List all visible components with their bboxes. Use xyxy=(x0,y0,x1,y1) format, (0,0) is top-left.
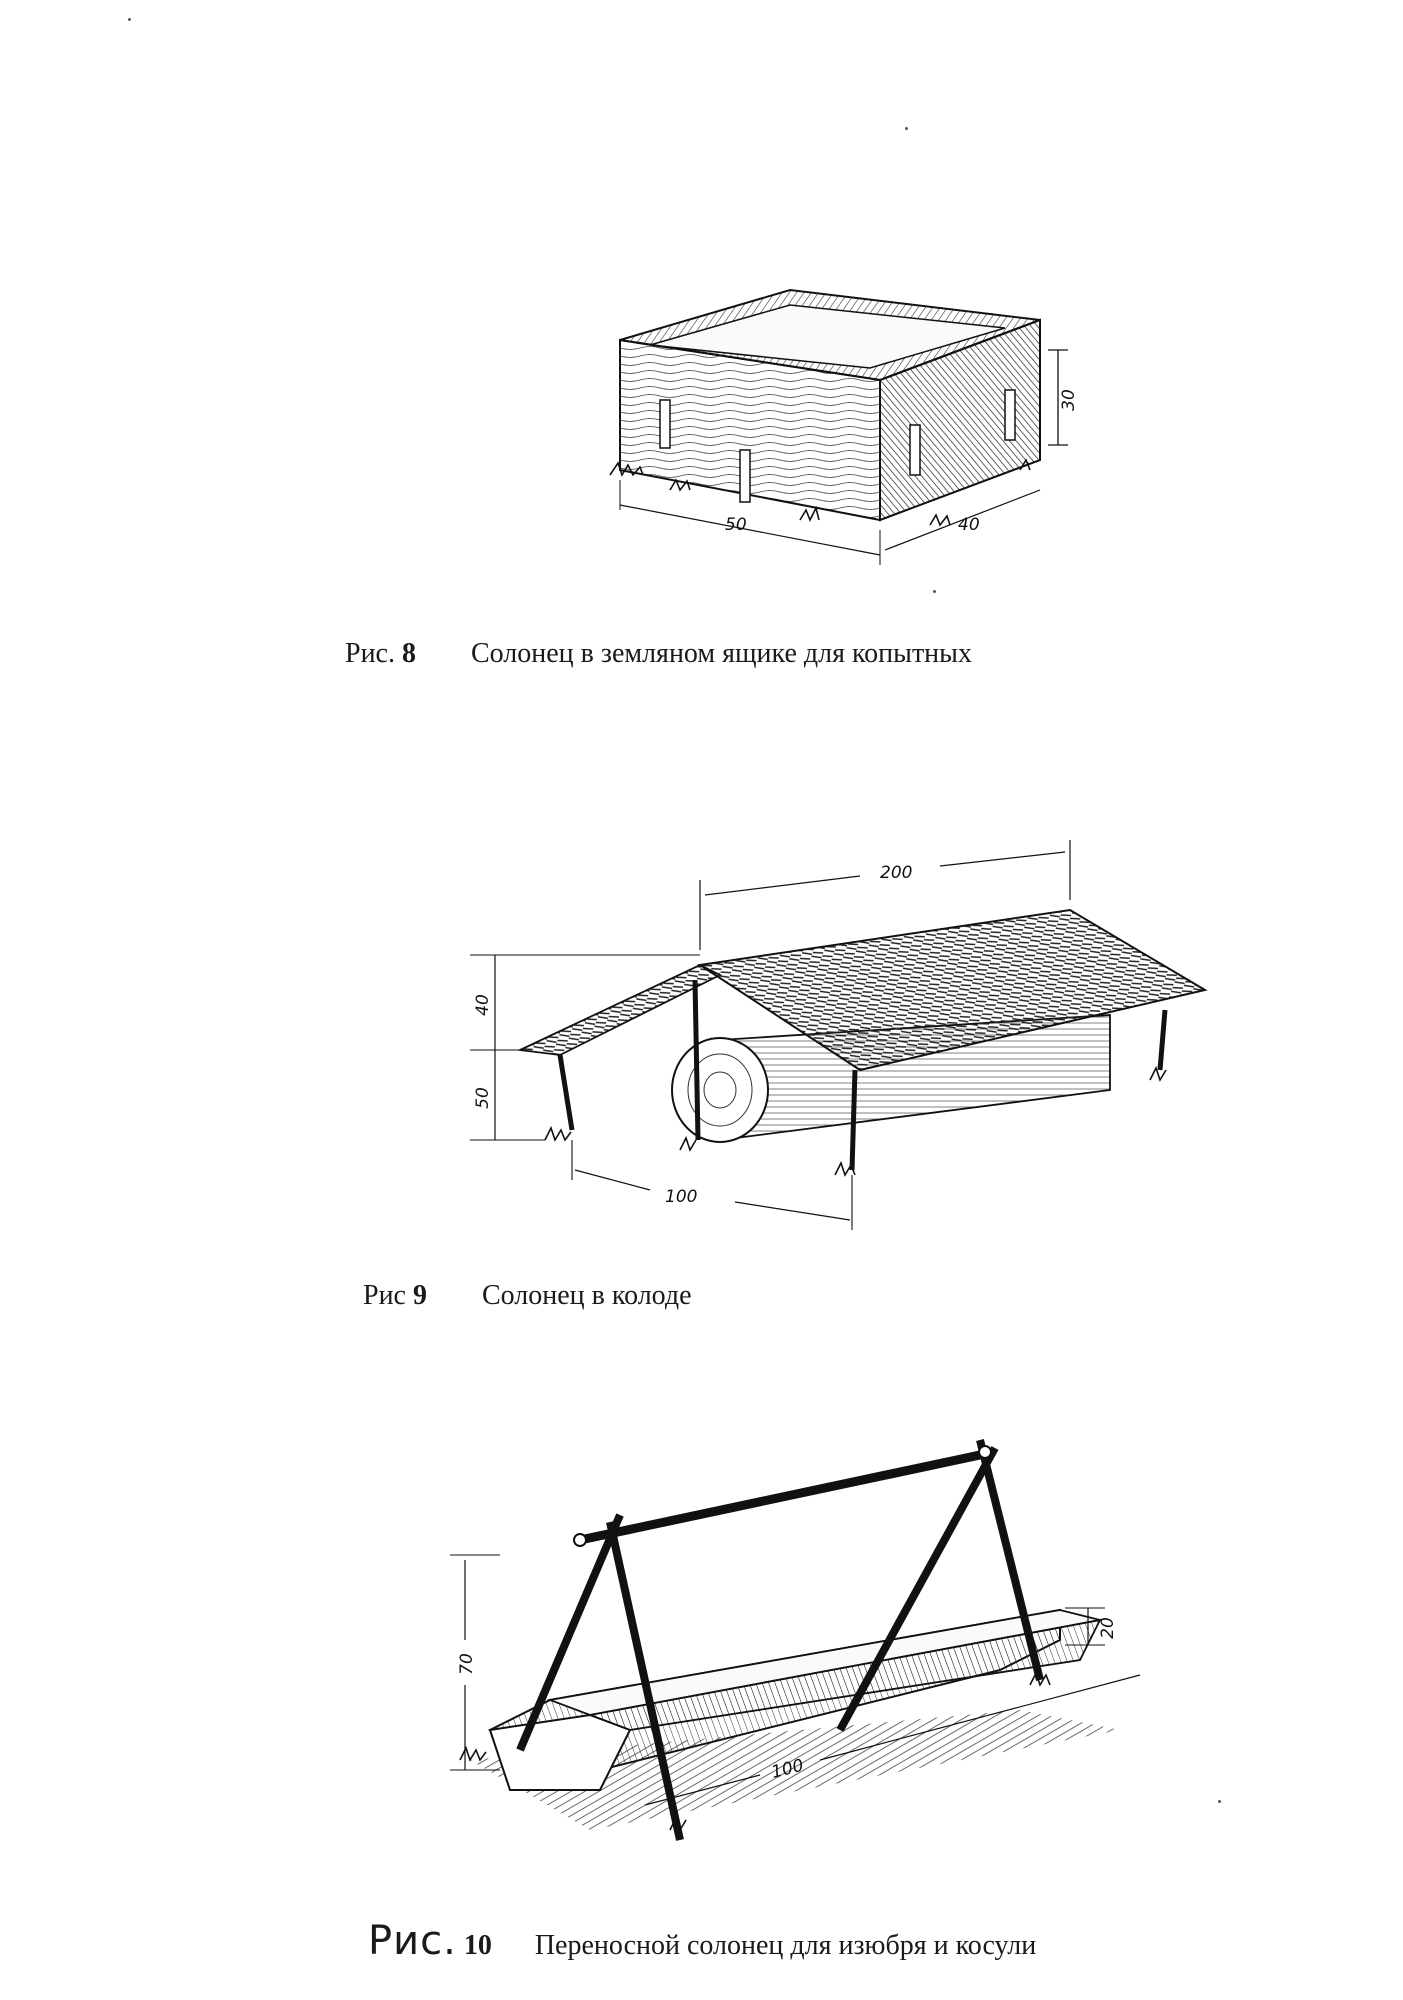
figure-8-caption: Рис. 8 Солонец в земляном ящике для копы… xyxy=(345,638,972,670)
scan-speck xyxy=(905,127,908,130)
dimension-height-30: 30 xyxy=(1059,389,1079,411)
scan-speck xyxy=(128,18,131,21)
dimension-width-100: 100 xyxy=(665,1187,697,1207)
dimension-length-200: 200 xyxy=(880,863,912,883)
scan-speck xyxy=(933,590,936,593)
scan-speck xyxy=(1218,1800,1221,1803)
figure-title: Переносной солонец для изюбря и косули xyxy=(534,1930,1037,1961)
figure-label: Рис. xyxy=(345,638,395,669)
figure-8-illustration: 30 50 40 xyxy=(600,280,1080,610)
dimension-height-70: 70 xyxy=(457,1653,477,1675)
dimension-length-50: 50 xyxy=(725,515,747,535)
dimension-post-50: 50 xyxy=(473,1087,493,1109)
figure-9-caption: Рис 9 Солонец в колоде xyxy=(363,1280,692,1312)
figure-9-illustration: 200 40 50 100 xyxy=(460,840,1220,1240)
figure-number: 9 xyxy=(412,1280,427,1311)
dimension-depth-20: 20 xyxy=(1098,1617,1118,1639)
figure-10-illustration: 70 20 100 xyxy=(440,1430,1200,1860)
figure-title: Солонец в земляном ящике для копытных xyxy=(470,638,972,669)
dimension-roof-40: 40 xyxy=(473,994,493,1016)
dimension-width-40: 40 xyxy=(958,515,980,535)
figure-10-caption: Рис. 10 Переносной солонец для изюбря и … xyxy=(368,1918,1036,1964)
figure-label: Рис xyxy=(363,1280,406,1311)
figure-title: Солонец в колоде xyxy=(481,1280,692,1311)
figure-number: 10 xyxy=(463,1930,492,1961)
figure-number: 8 xyxy=(401,638,416,669)
figure-label: Рис. xyxy=(368,1918,457,1964)
